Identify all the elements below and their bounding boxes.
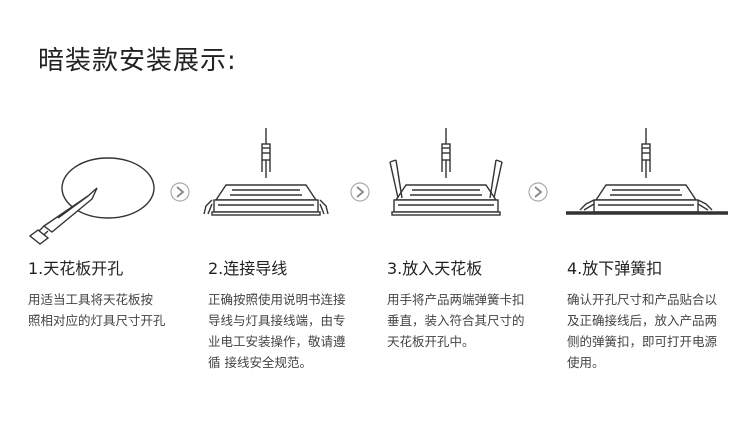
wire-connector-icon	[641, 128, 651, 178]
wire-connector-icon	[441, 128, 451, 178]
step1-description: 用适当工具将天花板按 照相对应的灯具尺寸开孔	[28, 289, 166, 331]
step3-description: 用手将产品两端弹簧卡扣 垂直，装入符合其尺寸的 天花板开孔中。	[387, 289, 525, 352]
chevron-right-icon	[356, 186, 365, 198]
step-arrow-1	[170, 182, 190, 202]
spring-clip-right	[697, 199, 713, 211]
step1-illustration	[28, 157, 155, 245]
knife-icon	[28, 187, 98, 245]
step3-title: 3.放入天花板	[387, 259, 483, 278]
wire-connector-icon	[261, 128, 271, 178]
step4-desc-line: 侧的弹簧扣，即可打开电源	[567, 334, 718, 349]
step2-desc-line: 导线与灯具接线端，由专	[208, 313, 346, 328]
step1-desc-line: 照相对应的灯具尺寸开孔	[28, 313, 166, 328]
chevron-right-icon	[534, 186, 543, 198]
step4-illustration	[566, 128, 728, 215]
step4-desc-line: 使用。	[567, 355, 605, 370]
step4-title: 4.放下弹簧扣	[567, 259, 663, 278]
step3-desc-line: 用手将产品两端弹簧卡扣	[387, 292, 525, 307]
downlight-fixture	[391, 184, 501, 216]
downlight-fixture	[211, 184, 321, 216]
spring-clip-left	[389, 159, 403, 199]
step1-title: 1.天花板开孔	[28, 259, 124, 278]
spring-clip-left	[579, 199, 595, 211]
step3-desc-line: 垂直，装入符合其尺寸的	[387, 313, 525, 328]
step-arrow-3	[528, 182, 548, 202]
step2-title: 2.连接导线	[208, 259, 288, 278]
spring-clip-right	[489, 159, 503, 199]
step2-description: 正确按照使用说明书连接 导线与灯具接线端，由专 业电工安装操作，敬请遵 循 接线…	[208, 289, 346, 373]
step3-illustration	[389, 128, 503, 216]
step4-desc-line: 及正确接线后，放入产品两	[567, 313, 718, 328]
step3-desc-line: 天花板开孔中。	[387, 334, 475, 349]
step2-desc-line: 正确按照使用说明书连接	[208, 292, 346, 307]
spring-clip-left	[203, 199, 213, 215]
step4-desc-line: 确认开孔尺寸和产品贴合以	[567, 292, 718, 307]
chevron-right-icon	[176, 186, 185, 198]
page-title: 暗装款安装展示:	[38, 46, 237, 76]
step2-illustration	[203, 128, 329, 216]
step1-desc-line: 用适当工具将天花板按	[28, 292, 154, 307]
step-arrow-2	[350, 182, 370, 202]
step2-desc-line: 业电工安装操作，敬请遵	[208, 334, 346, 349]
downlight-fixture	[593, 184, 699, 213]
step2-desc-line: 循 接线安全规范。	[208, 355, 312, 370]
spring-clip-right	[319, 199, 329, 215]
ceiling-hole-outline	[61, 157, 155, 219]
step4-description: 确认开孔尺寸和产品贴合以 及正确接线后，放入产品两 侧的弹簧扣，即可打开电源 使…	[567, 289, 717, 373]
